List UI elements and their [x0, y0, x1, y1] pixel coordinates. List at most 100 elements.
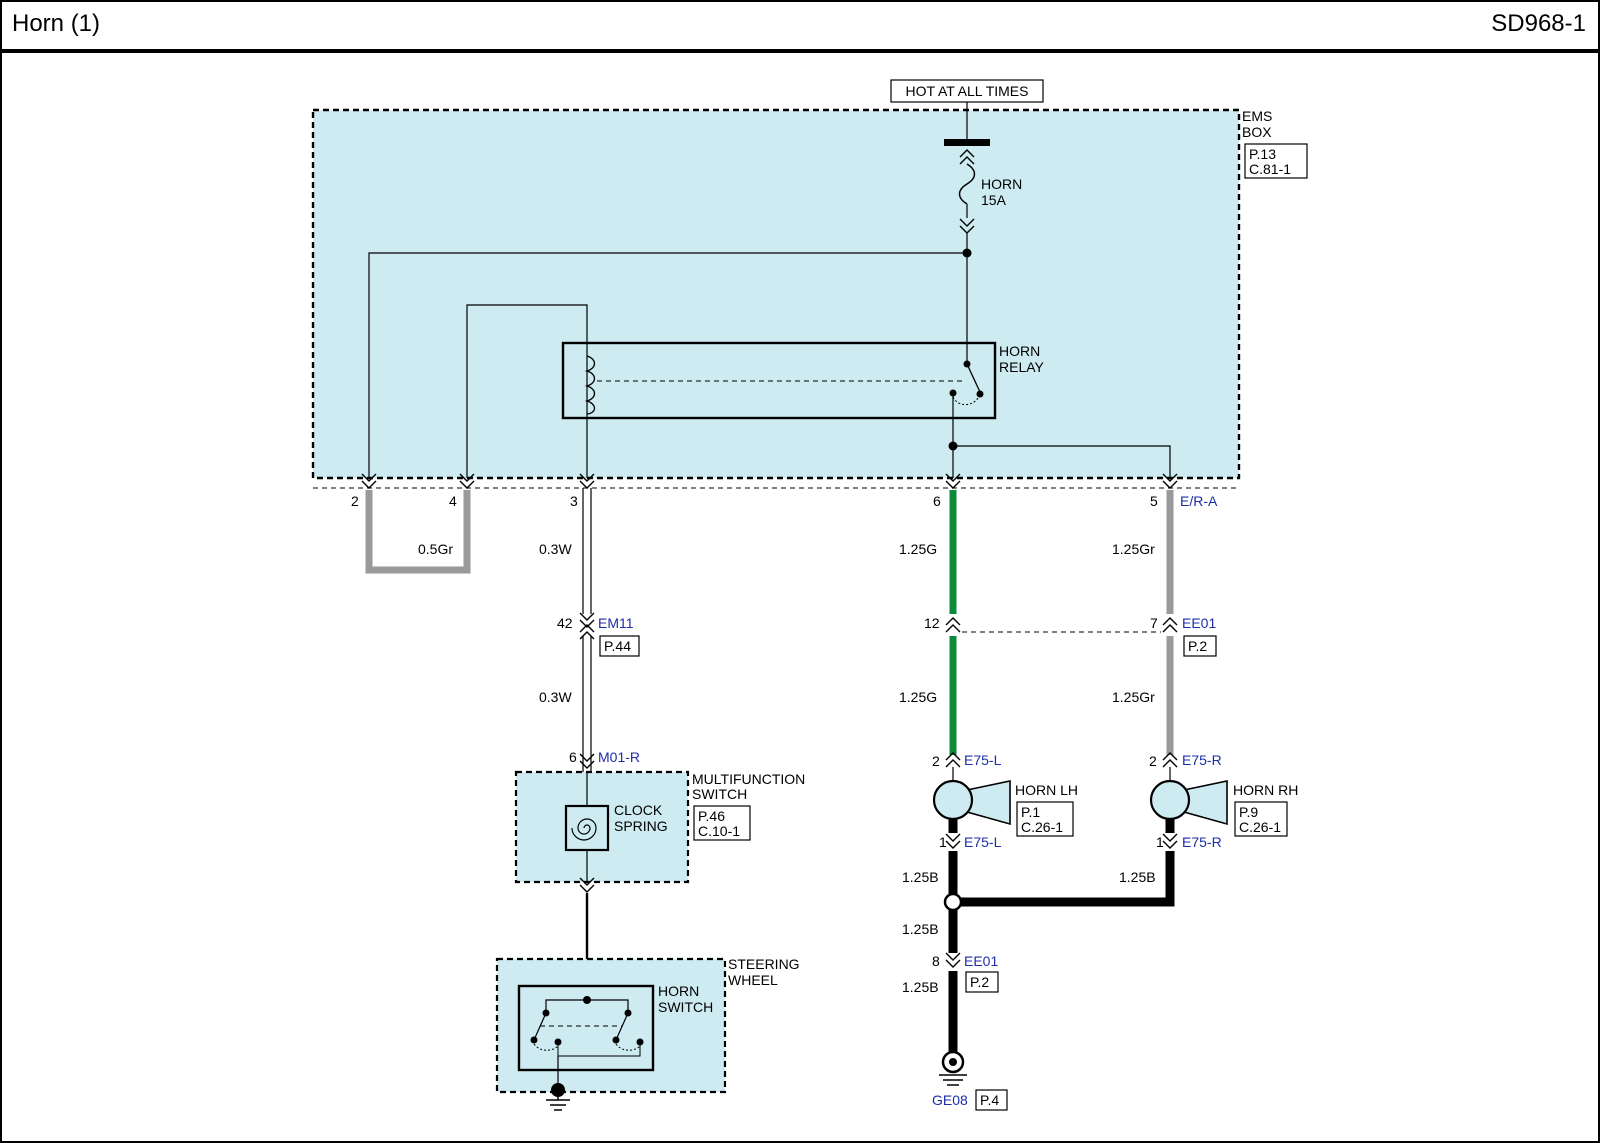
ee01-ref: P.2	[1188, 638, 1207, 654]
ee01-lower-pin: 8	[932, 953, 940, 969]
horn-rh-ref-2: C.26-1	[1239, 819, 1281, 835]
ground-name: GE08	[932, 1092, 968, 1108]
relay-label-2: RELAY	[999, 359, 1045, 375]
m01-connector	[579, 753, 595, 769]
diagram-code: SD968-1	[1491, 10, 1586, 37]
horn-switch-out-bus	[557, 1042, 641, 1057]
pin3-label: 3	[570, 493, 578, 509]
ee01-lower-ref-box	[965, 971, 999, 993]
horn-rh-bottom-conn: E75-R	[1182, 834, 1222, 850]
steering-label-2: WHEEL	[728, 972, 778, 988]
pin6-label: 6	[933, 493, 941, 509]
ems-box-ref-box	[1244, 143, 1308, 179]
gray-wire-lower-label: 1.25Gr	[1112, 689, 1155, 705]
steering-label-1: STEERING	[728, 956, 800, 972]
em11-ref: P.44	[604, 638, 631, 654]
pin2-label: 2	[351, 493, 359, 509]
ems-connector-name: E/R-A	[1180, 493, 1218, 509]
horn-switch-box	[517, 984, 655, 1072]
wire-to-pin4	[466, 304, 588, 478]
horn-lh-bottom-conn: E75-L	[964, 834, 1002, 850]
horn-lh-name: HORN LH	[1015, 782, 1078, 798]
multifunction-ref-1: P.46	[698, 808, 725, 824]
black-wire-lh-label: 1.25B	[902, 869, 939, 885]
ems-box-label-1: EMS	[1242, 108, 1272, 124]
ee01-name: EE01	[1182, 615, 1216, 631]
horn-lh-top-connector	[945, 752, 961, 768]
relay-coil	[584, 355, 596, 415]
ems-box	[311, 108, 1241, 480]
m01-pin: 6	[569, 749, 577, 765]
page-title: Horn (1)	[12, 10, 101, 37]
horn-rh-top-connector	[1162, 752, 1178, 768]
pin4-label: 4	[449, 493, 457, 509]
em11-name: EM11	[598, 615, 634, 631]
ems-box-label-2: BOX	[1242, 124, 1272, 140]
ee01-pin-right: 7	[1150, 615, 1158, 631]
em11-ref-box	[599, 635, 640, 657]
steering-ground-dot	[551, 1083, 565, 1097]
clock-spring-label-1: CLOCK	[614, 802, 663, 818]
horn-rh-bell	[1183, 780, 1228, 826]
ee01-lower-name: EE01	[964, 953, 998, 969]
ee01-ref-box	[1183, 635, 1217, 657]
white-wire-upper-label: 0.3W	[539, 541, 572, 557]
pin5-label: 5	[1150, 493, 1158, 509]
ee01-pin-left: 12	[924, 615, 940, 631]
horn-rh-top-conn: E75-R	[1182, 752, 1222, 768]
multifunction-ref-2: C.10-1	[698, 823, 740, 839]
ee01-lower-gap	[940, 953, 966, 971]
green-wire-lower-label: 1.25G	[899, 689, 937, 705]
fuse-name: HORN	[981, 176, 1022, 192]
horn-rh-bottom-pin: 1	[1156, 834, 1164, 850]
horn-switch-arc-r	[615, 1043, 641, 1051]
power-label: HOT AT ALL TIMES	[906, 83, 1029, 99]
horn-switch-label-2: SWITCH	[658, 999, 713, 1015]
horn-switch-out-r1	[612, 1036, 620, 1044]
steering-wheel-box	[495, 957, 727, 1094]
horn-rh-bottom-gap	[1157, 833, 1183, 851]
ems-box-ref-1: P.13	[1249, 146, 1276, 162]
fuse-symbol	[958, 163, 976, 205]
white-wire-lower-label: 0.3W	[539, 689, 572, 705]
clock-spring-label-2: SPRING	[614, 818, 668, 834]
horn-relay-box	[561, 341, 997, 420]
jumper-wire-label: 0.5Gr	[418, 541, 453, 557]
horn-lh-ref-1: P.1	[1021, 804, 1040, 820]
m01-name: M01-R	[598, 749, 640, 765]
clock-spring-box	[564, 804, 610, 852]
horn-switch-arc-l	[533, 1043, 559, 1051]
fuse-rating: 15A	[981, 192, 1007, 208]
horn-lh-bottom-gap	[940, 833, 966, 851]
horn-lh-bottom-pin: 1	[939, 834, 947, 850]
jumper-wire	[365, 490, 471, 574]
horn-switch-label-1: HORN	[658, 983, 699, 999]
horn-rh-icon	[1149, 779, 1191, 821]
relay-switch-arm	[966, 363, 981, 393]
black-wire-low-label: 1.25B	[902, 979, 939, 995]
em11-pin: 42	[557, 615, 573, 631]
horn-lh-top-pin: 2	[932, 753, 940, 769]
horn-rh-ref-box	[1234, 801, 1288, 837]
green-wire-upper-label: 1.25G	[899, 541, 937, 557]
ge08-ground-center	[949, 1058, 957, 1066]
ground-splice	[943, 892, 963, 912]
wire-to-pin5	[953, 445, 1171, 478]
relay-label-1: HORN	[999, 343, 1040, 359]
ground-ref: P.4	[980, 1092, 999, 1108]
horn-switch-input-bus	[545, 999, 629, 1013]
relay-no-contact	[976, 390, 984, 398]
horn-rh-ref-1: P.9	[1239, 804, 1258, 820]
ee01-lower-ref: P.2	[970, 974, 989, 990]
horn-rh-top-pin: 2	[1149, 753, 1157, 769]
horn-rh-name: HORN RH	[1233, 782, 1298, 798]
ems-box-ref-2: C.81-1	[1249, 161, 1291, 177]
black-wire-mid-label: 1.25B	[902, 921, 939, 937]
ground-ref-box	[975, 1089, 1008, 1111]
horn-lh-icon	[932, 779, 974, 821]
multifunction-label-2: SWITCH	[692, 786, 747, 802]
horn-lh-bell	[966, 780, 1011, 826]
